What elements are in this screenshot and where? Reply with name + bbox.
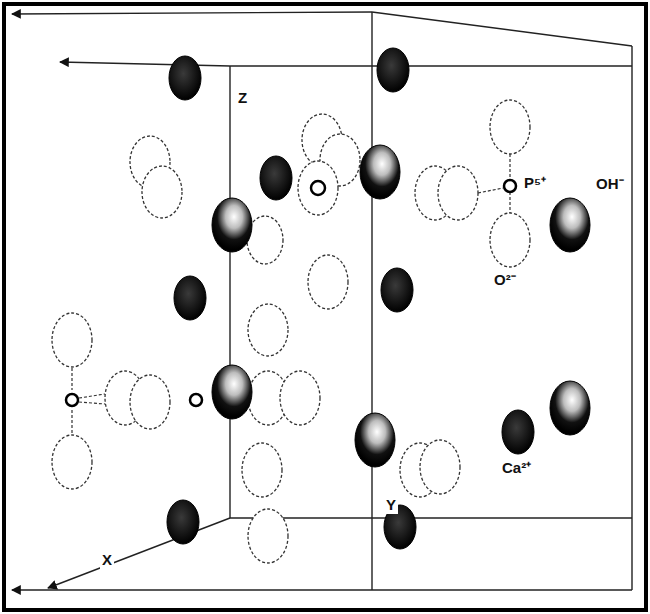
frame (4, 4, 646, 610)
axis-label: Z (236, 90, 249, 107)
axis-label: X (100, 552, 114, 569)
axis-label: Y (384, 497, 398, 514)
cell-edges (12, 12, 632, 590)
ion-label: O²⁻ (492, 272, 518, 289)
hydroxyl-ions (212, 145, 590, 467)
bond-lines (72, 154, 510, 435)
ion-label: Ca²⁺ (500, 460, 533, 477)
calcium-ions (167, 48, 534, 549)
phosphorus-ions (66, 180, 516, 406)
oxygen-ions (52, 100, 530, 563)
ion-label: P⁵⁺ (522, 175, 548, 192)
ion-label: OH⁻ (594, 176, 626, 193)
